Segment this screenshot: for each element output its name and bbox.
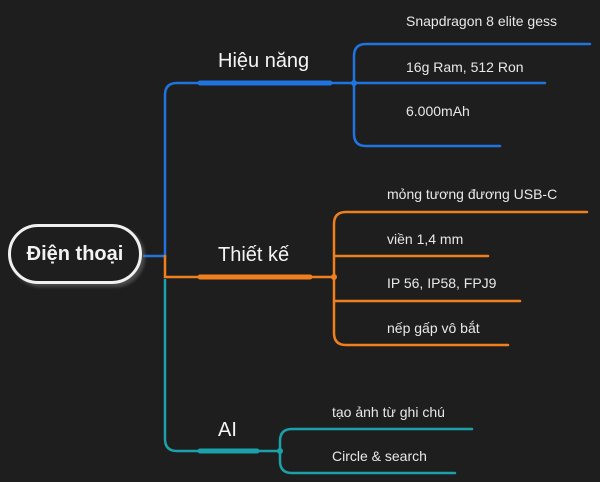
- branch-hieu-nang-label[interactable]: Hiệu năng: [218, 50, 310, 72]
- branch-ai-label[interactable]: AI: [218, 419, 237, 441]
- leaf-snapdragon[interactable]: Snapdragon 8 elite gess: [406, 13, 557, 29]
- ai-subbranch: [278, 427, 474, 475]
- leaf-crease[interactable]: nếp gấp vô bắt: [387, 320, 480, 336]
- leaf-battery[interactable]: 6.000mAh: [406, 103, 470, 119]
- hieu-nang-subbranch: [352, 42, 592, 148]
- branch-hieu-nang-line: [163, 81, 356, 258]
- branch-thiet-ke-label[interactable]: Thiết kế: [218, 244, 290, 266]
- leaf-circle-search[interactable]: Circle & search: [332, 448, 427, 464]
- leaf-thin[interactable]: mỏng tương đương USB-C: [387, 186, 558, 202]
- leaf-bezel[interactable]: viền 1,4 mm: [387, 231, 464, 247]
- root-node-label: Điện thoại: [26, 242, 124, 265]
- leaf-note-image[interactable]: tạo ảnh từ ghi chú: [332, 404, 445, 420]
- root-node[interactable]: Điện thoại: [8, 224, 142, 284]
- thiet-ke-subbranch: [332, 210, 589, 347]
- leaf-ram[interactable]: 16g Ram, 512 Ron: [406, 59, 524, 75]
- leaf-ip-rating[interactable]: IP 56, IP58, FPJ9: [387, 275, 497, 291]
- branch-ai-line: [163, 278, 282, 453]
